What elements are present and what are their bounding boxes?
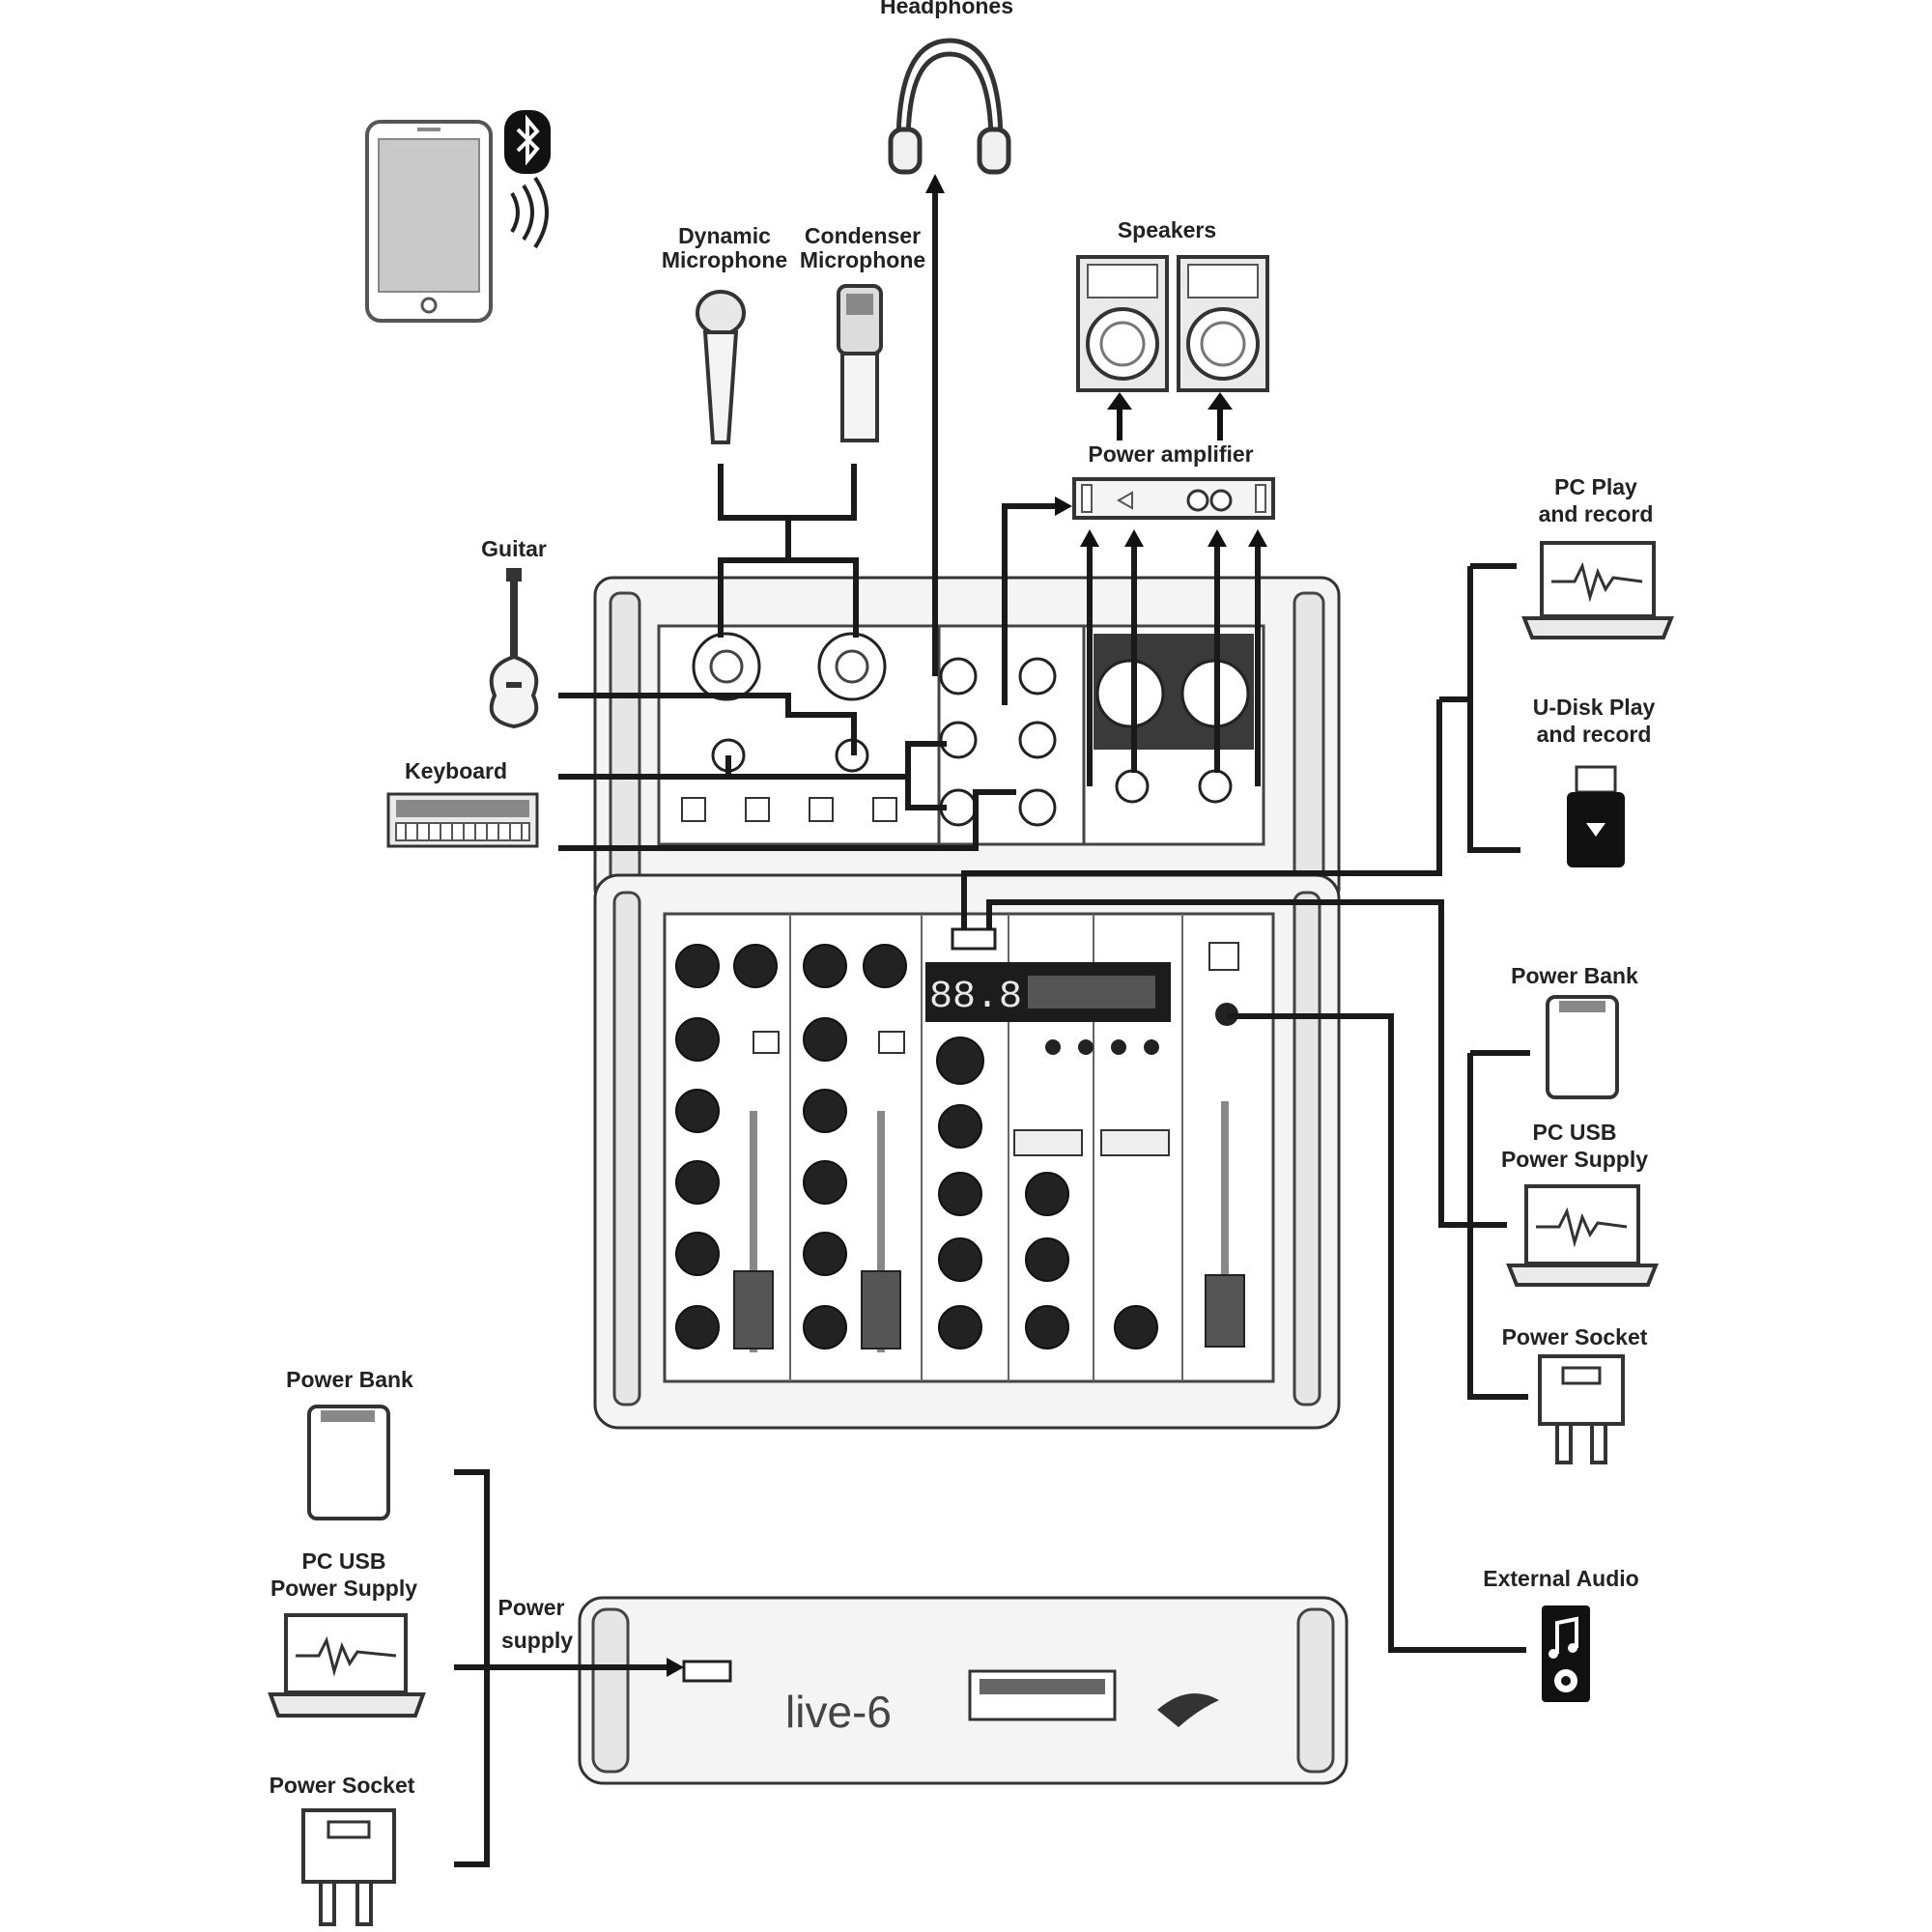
keyboard-label: Keyboard <box>405 758 507 783</box>
power-bank-right-label: Power Bank <box>1511 963 1638 988</box>
power-supply-arrow <box>667 1658 684 1677</box>
speaker-left-icon <box>1076 255 1169 392</box>
mixer-back-panel <box>593 576 1341 908</box>
speaker-arrows <box>1107 392 1233 440</box>
mode-buttons <box>753 942 1239 1156</box>
laptop-pc-usb-right-icon <box>1506 1184 1659 1287</box>
power-bracket-left <box>454 1469 670 1867</box>
keyboard-wire-2 <box>558 789 1016 851</box>
line-inputs <box>681 738 897 822</box>
power-socket-left-icon <box>301 1808 396 1926</box>
condenser-microphone-icon <box>837 284 883 442</box>
usb-play-wire <box>961 699 1442 929</box>
bluetooth-icon <box>504 110 551 174</box>
connection-wires <box>454 174 1530 1867</box>
power-supply-label-line1: Power <box>497 1595 564 1620</box>
laptop-pc-usb-left-icon <box>268 1613 426 1718</box>
mixer-display: 88.8 <box>925 962 1171 1022</box>
headphones-arrow <box>925 174 945 193</box>
power-amplifier-label: Power amplifier <box>1088 441 1253 467</box>
udisk-label-line1: U-Disk Play <box>1533 695 1656 720</box>
usb-split-wire <box>1439 563 1520 853</box>
pc-usb-right-label-line1: PC USB <box>1533 1120 1617 1145</box>
model-name-label: live-6 <box>785 1687 892 1737</box>
music-note-icon <box>1542 1605 1590 1702</box>
xlr-inputs <box>692 632 887 701</box>
aux-loop-wire <box>905 744 947 810</box>
pc-play-label-line1: PC Play <box>1554 474 1637 499</box>
external-audio-label: External Audio <box>1483 1566 1638 1591</box>
external-audio-wire <box>1227 1013 1526 1653</box>
power-bracket-right <box>1467 1050 1530 1400</box>
usb-power-wire <box>986 899 1507 1228</box>
headphones-label: Headphones <box>880 0 1013 18</box>
pc-usb-right-label-line2: Power Supply <box>1501 1147 1648 1172</box>
speaker-right-icon <box>1177 255 1269 392</box>
guitar-label: Guitar <box>481 536 547 561</box>
channel-faders <box>733 1101 1245 1352</box>
power-amplifier-icon <box>1072 477 1275 520</box>
power-bank-left-label: Power Bank <box>286 1367 413 1392</box>
wireless-signal-icon <box>510 176 549 249</box>
mic-wire-top <box>718 464 857 521</box>
mic-wire-split <box>718 518 859 638</box>
pc-play-label-line2: and record <box>1539 501 1654 526</box>
power-bank-left-icon <box>307 1405 390 1520</box>
keyboard-icon <box>386 792 539 848</box>
amp-feed-arrow <box>1055 497 1072 516</box>
power-socket-left-label: Power Socket <box>270 1773 415 1798</box>
speakers-label: Speakers <box>1118 217 1216 242</box>
condenser-mic-label-line2: Microphone <box>800 247 925 272</box>
guitar-icon <box>489 568 539 729</box>
tablet-device <box>365 120 493 323</box>
condenser-mic-label-line1: Condenser <box>805 223 921 248</box>
dynamic-mic-label-line1: Dynamic <box>678 223 771 248</box>
guitar-wire <box>558 693 857 755</box>
pc-usb-left-label-line2: Power Supply <box>270 1576 417 1601</box>
headphones-icon <box>888 38 1011 175</box>
power-bank-right-icon <box>1546 995 1619 1099</box>
display-readout: 88.8 <box>929 976 1022 1019</box>
aux-jacks <box>939 657 1057 827</box>
channel-knobs <box>675 944 1158 1350</box>
power-supply-label-line2: supply <box>501 1628 573 1653</box>
amp-feed-wire <box>1002 503 1059 705</box>
usb-drive-icon <box>1567 765 1625 867</box>
mixer-front-panel <box>578 1596 1349 1785</box>
power-socket-right-label: Power Socket <box>1502 1324 1648 1350</box>
mixer-top-panel <box>593 873 1341 1430</box>
udisk-label-line2: and record <box>1537 722 1652 747</box>
laptop-pc-play-icon <box>1521 541 1674 639</box>
power-socket-right-icon <box>1538 1354 1625 1464</box>
pc-usb-left-label-line1: PC USB <box>302 1548 386 1574</box>
dynamic-mic-label-line2: Microphone <box>662 247 787 272</box>
dynamic-microphone-icon <box>696 290 746 444</box>
